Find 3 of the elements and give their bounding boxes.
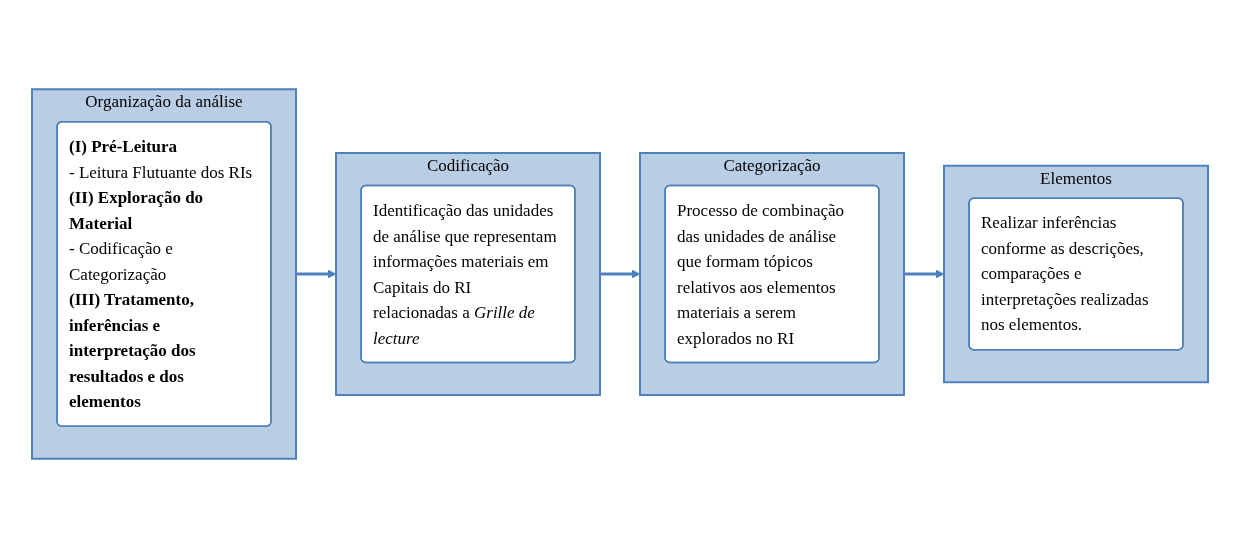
arrow [599,269,640,279]
arrow [903,269,944,279]
arrow [295,269,336,279]
